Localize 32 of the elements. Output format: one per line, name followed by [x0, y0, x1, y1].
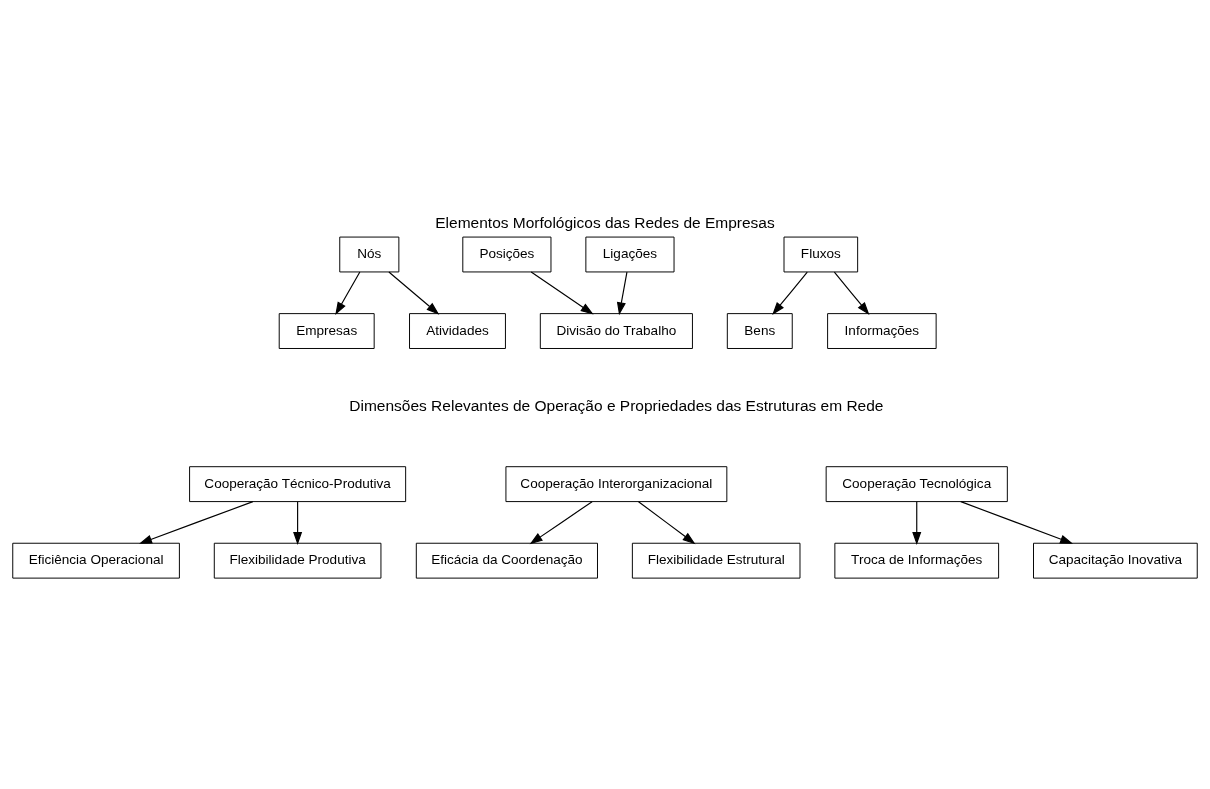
arrow	[139, 500, 254, 544]
arrow	[912, 500, 922, 545]
node-box: Capacitação Inovativa	[1033, 542, 1198, 579]
arrow	[530, 270, 594, 315]
node-box: Nós	[339, 236, 400, 272]
node-box: Eficácia da Coordenação	[415, 542, 598, 579]
node-box: Posições	[462, 236, 552, 272]
arrow	[388, 270, 440, 315]
node-box: Bens	[726, 312, 793, 349]
node-box: Cooperação Interorganizacional	[505, 465, 728, 502]
arrow	[833, 270, 870, 315]
label: Dimensões Relevantes de Operação e Propriedades das Estruturas em Rede	[349, 396, 884, 414]
node-box: Empresas	[278, 312, 375, 349]
node-box: Flexibilidade Produtiva	[213, 542, 382, 579]
arrow	[529, 500, 593, 544]
arrow	[772, 270, 808, 315]
diagram-title: Elementos Morfológicos das Redes de Empresas	[435, 213, 775, 231]
arrow	[960, 500, 1074, 544]
node-box: Eficiência Operacional	[12, 542, 180, 579]
arrow	[637, 500, 696, 544]
node-box: Informações	[827, 312, 937, 349]
arrow	[616, 270, 628, 315]
node-box: Cooperação Tecnológica	[825, 465, 1008, 502]
node-box: Flexibilidade Estrutural	[631, 542, 801, 579]
arrow	[293, 500, 303, 545]
node-box: Fluxos	[783, 236, 859, 272]
node-box: Ligações	[585, 236, 675, 272]
node-box: Atividades	[409, 312, 506, 349]
arrow	[335, 270, 361, 315]
node-box: Cooperação Técnico-Produtiva	[189, 465, 407, 502]
node-box: Divisão do Trabalho	[539, 312, 693, 349]
node-box: Troca de Informações	[834, 542, 1000, 579]
